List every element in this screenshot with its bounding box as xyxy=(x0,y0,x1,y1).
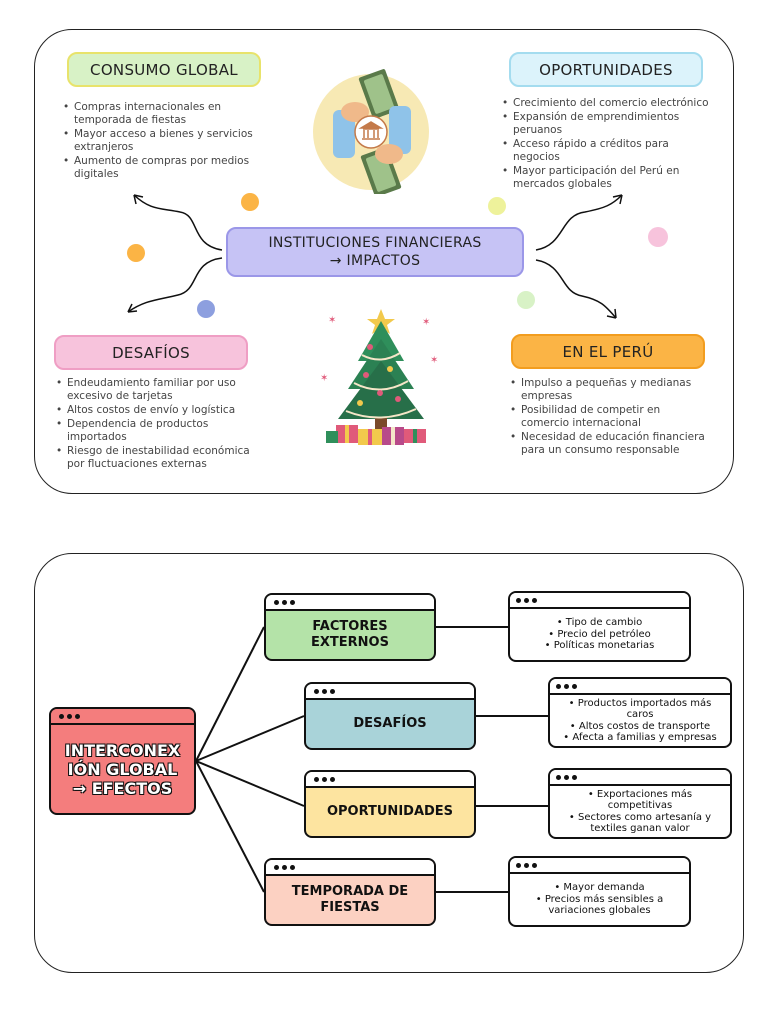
branch-title-line1: DESAFÍOS xyxy=(353,716,427,731)
en-el-peru-list: Impulso a pequeñas y medianas empresas P… xyxy=(510,377,710,458)
list-item: Mayor acceso a bienes y servicios extran… xyxy=(63,128,273,154)
factores-externos-node: FACTORES EXTERNOS xyxy=(264,593,436,661)
window-bar xyxy=(550,679,730,695)
en-el-peru-title: EN EL PERÚ xyxy=(562,342,654,361)
temporada-fiestas-node: TEMPORADA DE FIESTAS xyxy=(264,858,436,926)
branch-title-line1: TEMPORADA DE xyxy=(291,884,409,899)
list-item: Acceso rápido a créditos para negocios xyxy=(502,138,712,164)
bank-money-illustration xyxy=(313,69,429,194)
list-item: Sectores como artesanía y textiles ganan… xyxy=(556,812,724,835)
branch-title-line1: FACTORES xyxy=(312,619,388,634)
center-node-line1: INSTITUCIONES FINANCIERAS xyxy=(268,235,482,251)
decor-dot xyxy=(197,300,215,318)
list-item: Expansión de emprendimientos peruanos xyxy=(502,111,712,137)
oportunidades-title: OPORTUNIDADES xyxy=(539,60,673,79)
list-item: Afecta a familias y empresas xyxy=(556,732,724,744)
list-item: Aumento de compras por medios digitales xyxy=(63,155,273,181)
list-item: Posibilidad de competir en comercio inte… xyxy=(510,404,710,430)
window-bar xyxy=(266,595,434,611)
list-item: Políticas monetarias xyxy=(545,640,655,652)
desafios-header: DESAFÍOS xyxy=(54,335,248,370)
svg-text:✶: ✶ xyxy=(430,355,438,366)
temporada-fiestas-notes: Mayor demanda Precios más sensibles a va… xyxy=(508,856,691,927)
root-node: INTERCONEX IÓN GLOBAL → EFECTOS xyxy=(49,707,196,815)
list-item: Endeudamiento familiar por uso excesivo … xyxy=(56,377,270,403)
window-bar xyxy=(306,684,474,700)
list-item: Mayor demanda xyxy=(518,882,681,894)
factores-externos-notes: Tipo de cambio Precio del petróleo Polít… xyxy=(508,591,691,662)
list-item: Tipo de cambio xyxy=(545,617,655,629)
branch-title-line2: FIESTAS xyxy=(320,900,380,915)
list-item: Necesidad de educación financiera para u… xyxy=(510,431,710,457)
decor-dot xyxy=(648,227,668,247)
decor-dot xyxy=(127,244,145,262)
oportunidades-header: OPORTUNIDADES xyxy=(509,52,703,87)
center-node-line2: → IMPACTOS xyxy=(329,253,421,269)
oportunidades-notes: Exportaciones más competitivas Sectores … xyxy=(548,768,732,839)
window-bar xyxy=(510,593,689,609)
window-bar xyxy=(306,772,474,788)
desafios-title: DESAFÍOS xyxy=(112,343,190,362)
desafios-node: DESAFÍOS xyxy=(304,682,476,750)
list-item: Crecimiento del comercio electrónico xyxy=(502,97,712,110)
window-bar xyxy=(550,770,730,786)
list-item: Altos costos de envío y logística xyxy=(56,404,270,417)
list-item: Impulso a pequeñas y medianas empresas xyxy=(510,377,710,403)
list-item: Mayor participación del Perú en mercados… xyxy=(502,165,712,191)
en-el-peru-header: EN EL PERÚ xyxy=(511,334,705,369)
root-line2: IÓN GLOBAL xyxy=(67,759,178,779)
list-item: Exportaciones más competitivas xyxy=(556,789,724,812)
oportunidades-list: Crecimiento del comercio electrónico Exp… xyxy=(502,97,712,192)
branch-title-line1: OPORTUNIDADES xyxy=(326,804,454,819)
list-item: Compras internacionales en temporada de … xyxy=(63,101,273,127)
window-bar xyxy=(51,709,194,725)
svg-text:✶: ✶ xyxy=(422,317,430,328)
list-item: Altos costos de transporte xyxy=(556,721,724,733)
window-bar xyxy=(510,858,689,874)
consumo-global-header: CONSUMO GLOBAL xyxy=(67,52,261,87)
decor-dot xyxy=(517,291,535,309)
desafios-notes: Productos importados más caros Altos cos… xyxy=(548,677,732,748)
list-item: Precios más sensibles a variaciones glob… xyxy=(518,894,681,917)
christmas-tree-illustration: ✶ ✶ ✶ ✶ xyxy=(320,309,438,445)
consumo-global-title: CONSUMO GLOBAL xyxy=(90,60,238,79)
center-node: INSTITUCIONES FINANCIERAS → IMPACTOS xyxy=(226,227,524,277)
oportunidades-node: OPORTUNIDADES xyxy=(304,770,476,838)
window-bar xyxy=(266,860,434,876)
consumo-global-list: Compras internacionales en temporada de … xyxy=(63,101,273,182)
svg-text:✶: ✶ xyxy=(320,373,328,384)
decor-dot xyxy=(488,197,506,215)
branch-title-line2: EXTERNOS xyxy=(311,635,389,650)
root-line3: → EFECTOS xyxy=(72,778,173,798)
list-item: Riesgo de inestabilidad económica por fl… xyxy=(56,445,270,471)
list-item: Dependencia de productos importados xyxy=(56,418,270,444)
decor-dot xyxy=(241,193,259,211)
root-line1: INTERCONEX xyxy=(64,740,181,760)
svg-text:✶: ✶ xyxy=(328,315,336,326)
desafios-list: Endeudamiento familiar por uso excesivo … xyxy=(56,377,270,472)
list-item: Precio del petróleo xyxy=(545,629,655,641)
list-item: Productos importados más caros xyxy=(556,698,724,721)
